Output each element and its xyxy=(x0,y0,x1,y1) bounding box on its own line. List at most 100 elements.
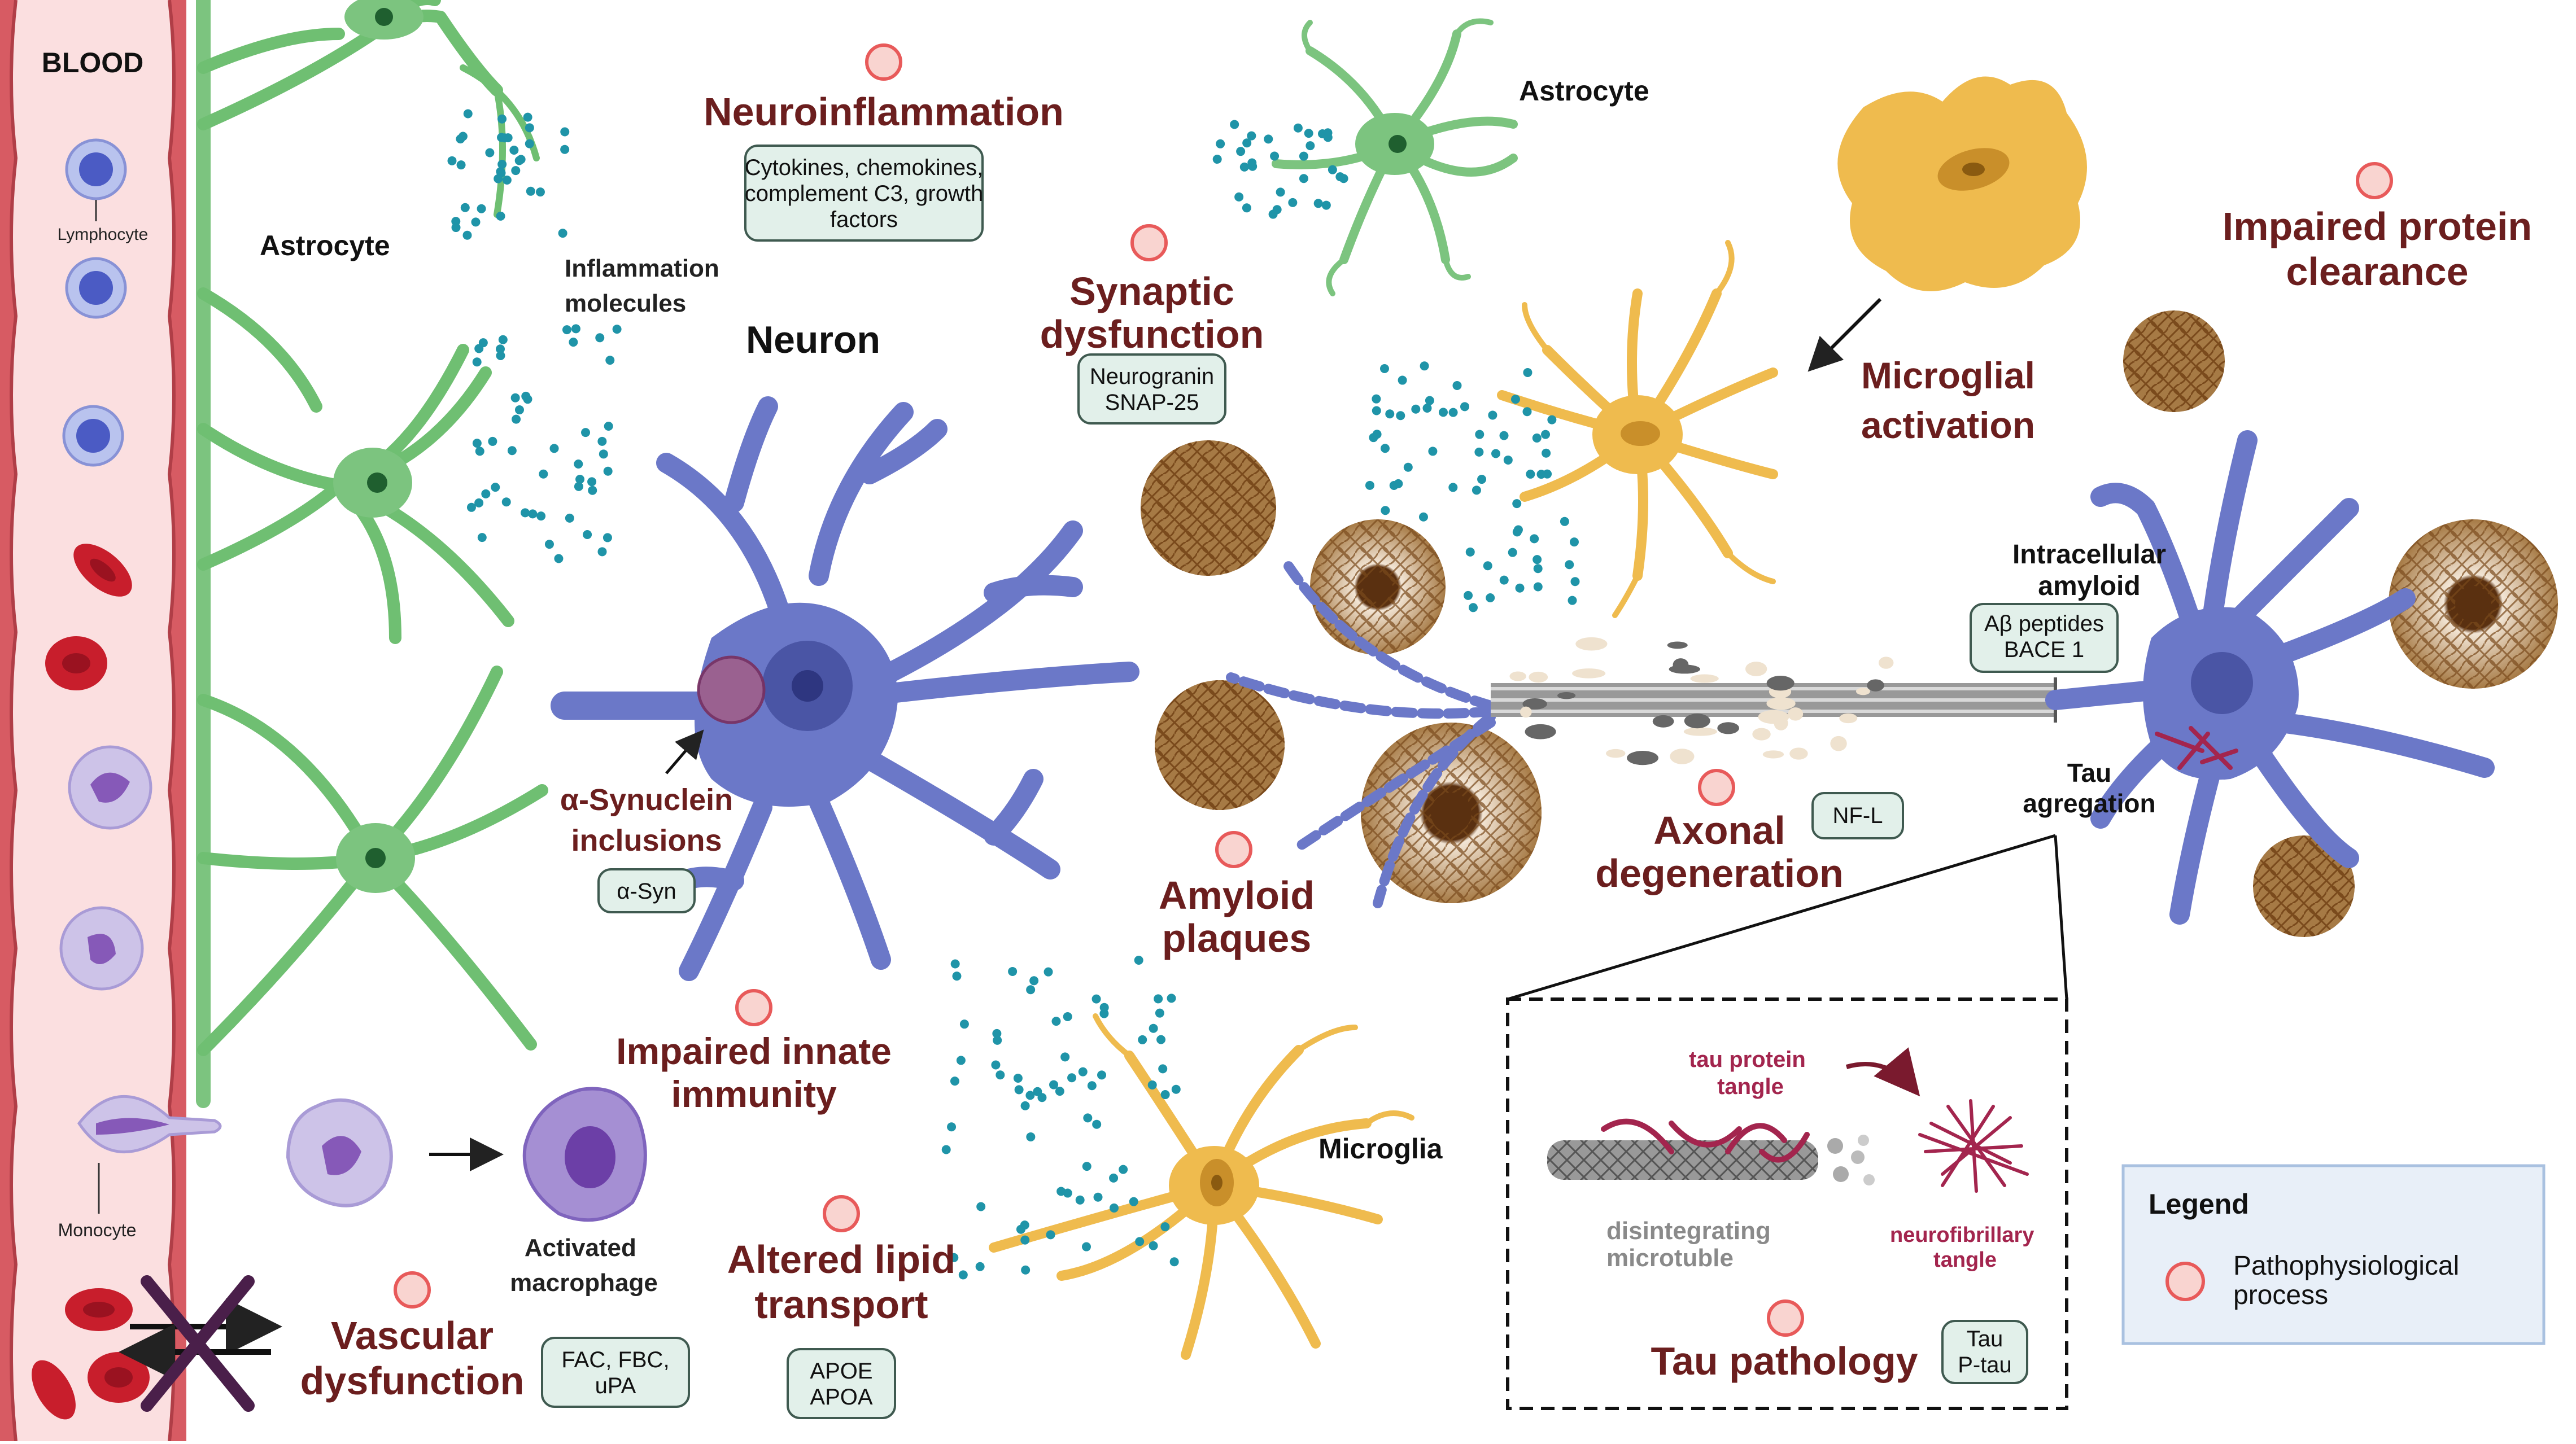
molecule-dot xyxy=(1155,1008,1164,1018)
molecule-dot xyxy=(1078,1067,1088,1077)
molecule-dot xyxy=(462,230,472,240)
axonal-degeneration-title-line: degeneration xyxy=(1595,851,1844,895)
molecule-dot xyxy=(1097,1070,1107,1080)
neuroinflammation-marker-line: Cytokines, chemokines, xyxy=(745,155,983,180)
tau-aggregation-arrow xyxy=(1845,1047,1920,1097)
molecule-dot xyxy=(472,439,482,448)
macrophage-label: Activated macrophage xyxy=(510,1234,658,1297)
intracellular-amyloid-marker-line: BACE 1 xyxy=(2004,637,2084,662)
molecule-dot xyxy=(1247,131,1256,141)
molecule-dot xyxy=(1051,1017,1061,1026)
molecule-dot xyxy=(1536,470,1546,479)
microtubule-label-line-1: disintegrating xyxy=(1606,1217,1771,1245)
molecule-dot xyxy=(612,325,622,334)
astrocyte-top-dots xyxy=(1212,120,1348,219)
molecule-dot xyxy=(993,1035,1002,1045)
molecule-dot xyxy=(1236,147,1246,156)
molecule-dot xyxy=(501,497,511,507)
molecule-dot xyxy=(514,405,524,415)
amyloid-plaques xyxy=(1141,310,2558,937)
molecule-dot xyxy=(544,540,554,549)
astrocyte-top-nucleus xyxy=(1389,135,1407,153)
axon-fragment xyxy=(1758,710,1789,724)
molecule-dot xyxy=(1049,1080,1059,1089)
axon-fragment xyxy=(1557,692,1576,699)
molecule-dot xyxy=(597,547,607,557)
molecule-dot xyxy=(1020,1101,1030,1110)
molecule-dot xyxy=(1021,1265,1031,1275)
axonal-degeneration-title-line: Axonal xyxy=(1653,808,1785,852)
molecule-dot xyxy=(447,156,457,165)
molecule-dot xyxy=(1499,575,1509,585)
alpha-synuclein-title-line: α-Synuclein xyxy=(560,783,733,817)
molecule-dot xyxy=(1530,534,1539,544)
axon-fragment xyxy=(1788,707,1804,721)
molecule-dot xyxy=(1129,1197,1138,1206)
molecule-dot xyxy=(991,1060,1001,1070)
tau-protein-tangle-label: tau protein tangle xyxy=(1689,1047,1812,1099)
microglial-activation-title-line: activation xyxy=(1861,404,2035,446)
molecule-dot xyxy=(1465,547,1475,557)
astrocyte-group-left xyxy=(196,0,548,1108)
molecule-dot xyxy=(597,436,607,446)
molecule-dot xyxy=(477,533,487,542)
molecule-dot xyxy=(1109,1203,1119,1213)
impaired-protein-clearance-title-line: Impaired protein xyxy=(2223,204,2532,248)
molecule-dot xyxy=(525,123,534,133)
molecule-dot xyxy=(521,508,530,518)
molecule-dot xyxy=(603,466,613,476)
altered-lipid-transport-title-line: Altered lipid xyxy=(727,1237,955,1281)
molecule-dot xyxy=(565,513,574,523)
molecule-dot xyxy=(502,175,512,185)
molecule-dot xyxy=(1109,1173,1119,1183)
molecule-dot xyxy=(458,132,468,141)
activated-macrophage xyxy=(522,1087,647,1222)
molecule-dot xyxy=(1468,603,1478,612)
synaptic-dysfunction-marker-box xyxy=(1077,353,1226,425)
molecule-dot xyxy=(1491,449,1501,458)
molecule-dot xyxy=(488,436,497,446)
tau-agregation-line: agregation xyxy=(2023,789,2155,818)
legend-item-line-1: Pathophysiological xyxy=(2233,1251,2459,1281)
molecule-dot xyxy=(558,229,567,238)
nfl-marker: NF-L xyxy=(1811,792,1904,839)
molecule-dot xyxy=(471,217,481,227)
molecule-dot xyxy=(497,114,507,124)
molecule-dot xyxy=(1448,408,1458,417)
impaired-protein-clearance-title-line: clearance xyxy=(2286,250,2468,294)
molecule-dot xyxy=(1293,123,1303,133)
legend-box xyxy=(2121,1164,2546,1345)
axon-fragment xyxy=(1855,688,1870,695)
molecule-dot xyxy=(1171,1084,1181,1094)
tau-protein-tangle-icon xyxy=(1601,1118,1810,1163)
molecule-dot xyxy=(1372,406,1381,415)
macrophage-label-line-2: macrophage xyxy=(510,1269,658,1297)
molecule-dot xyxy=(602,533,612,542)
molecule-dot xyxy=(952,972,962,981)
synaptic-dysfunction-title-line: Synaptic xyxy=(1069,269,1234,313)
molecule-dot xyxy=(1486,593,1495,602)
molecule-dot xyxy=(1160,1222,1170,1232)
molecule-dot xyxy=(1081,1242,1091,1252)
molecule-dot xyxy=(1526,469,1535,479)
molecule-dot xyxy=(1288,198,1298,207)
molecule-dot xyxy=(494,174,503,183)
microtubule-label-line-2: microtuble xyxy=(1606,1244,1734,1272)
vascular-dysfunction-marker-line: uPA xyxy=(595,1373,636,1398)
microglia-bottom-nucleolus xyxy=(1211,1175,1222,1191)
molecule-dot xyxy=(1268,209,1278,219)
molecule-dot xyxy=(1158,1064,1168,1074)
molecule-dot xyxy=(941,1145,951,1154)
microtubule-icon xyxy=(1547,1135,1875,1185)
microglia-activated xyxy=(1497,240,1778,618)
nfl-marker-text: NF-L xyxy=(1833,803,1883,828)
process-dot-icon xyxy=(2356,162,2393,199)
